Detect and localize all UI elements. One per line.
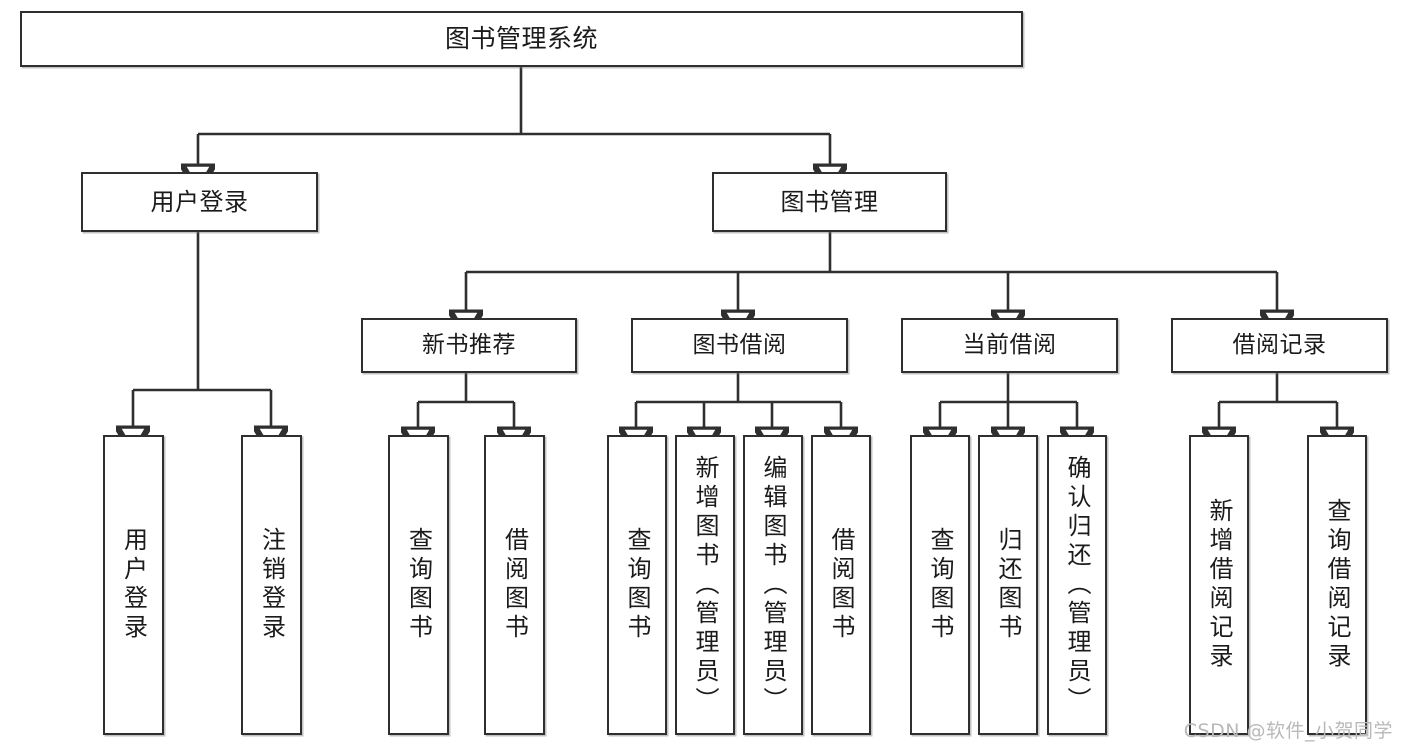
leaf-borrow-record-query-record[interactable]: 查询借阅记录 [1307, 435, 1367, 735]
node-label: 借阅记录 [1232, 331, 1327, 358]
leaf-book-borrow-add-book-admin[interactable]: 新增图书（管理员） [675, 435, 735, 735]
node-label: 归还图书 [994, 527, 1022, 643]
leaf-new-book-borrow-book[interactable]: 借阅图书 [484, 435, 545, 735]
leaf-new-book-query-book[interactable]: 查询图书 [388, 435, 449, 735]
leaf-book-borrow-borrow-book[interactable]: 借阅图书 [811, 435, 871, 735]
watermark-text: CSDN @软件_小贺同学 [1183, 720, 1393, 742]
node-label: 图书借阅 [692, 331, 787, 358]
node-label: 查询图书 [623, 527, 651, 643]
leaf-book-borrow-query-book[interactable]: 查询图书 [607, 435, 667, 735]
leaf-user-login-logout[interactable]: 注销登录 [241, 435, 302, 735]
node-label: 图书管理 [780, 187, 879, 216]
node-root-book-management-system[interactable]: 图书管理系统 [20, 11, 1023, 67]
node-user-login[interactable]: 用户登录 [81, 172, 318, 232]
node-new-book-recommend[interactable]: 新书推荐 [361, 318, 577, 373]
leaf-current-borrow-confirm-return-admin[interactable]: 确认归还（管理员） [1047, 435, 1107, 735]
node-label: 用户登录 [119, 527, 148, 643]
leaf-current-borrow-return-book[interactable]: 归还图书 [978, 435, 1038, 735]
node-book-borrow[interactable]: 图书借阅 [631, 318, 848, 373]
node-label: 图书管理系统 [444, 24, 598, 53]
node-borrow-record[interactable]: 借阅记录 [1171, 318, 1388, 373]
node-label: 当前借阅 [962, 331, 1057, 358]
node-label: 编辑图书（管理员） [759, 454, 787, 716]
leaf-book-borrow-edit-book-admin[interactable]: 编辑图书（管理员） [743, 435, 803, 735]
node-label: 查询图书 [926, 527, 954, 643]
node-label: 新增借阅记录 [1205, 498, 1233, 672]
node-label: 借阅图书 [827, 527, 855, 643]
node-label: 借阅图书 [500, 527, 529, 643]
node-label: 查询借阅记录 [1323, 498, 1351, 672]
node-label: 查询图书 [404, 527, 433, 643]
leaf-borrow-record-add-record[interactable]: 新增借阅记录 [1189, 435, 1249, 735]
node-label: 注销登录 [257, 527, 286, 643]
leaf-user-login-login[interactable]: 用户登录 [103, 435, 164, 735]
node-current-borrow[interactable]: 当前借阅 [901, 318, 1118, 373]
node-label: 用户登录 [150, 187, 249, 216]
node-label: 新书推荐 [422, 331, 516, 358]
leaf-current-borrow-query-book[interactable]: 查询图书 [910, 435, 970, 735]
node-label: 新增图书（管理员） [691, 454, 719, 716]
node-book-management[interactable]: 图书管理 [712, 172, 947, 232]
node-label: 确认归还（管理员） [1063, 454, 1091, 716]
